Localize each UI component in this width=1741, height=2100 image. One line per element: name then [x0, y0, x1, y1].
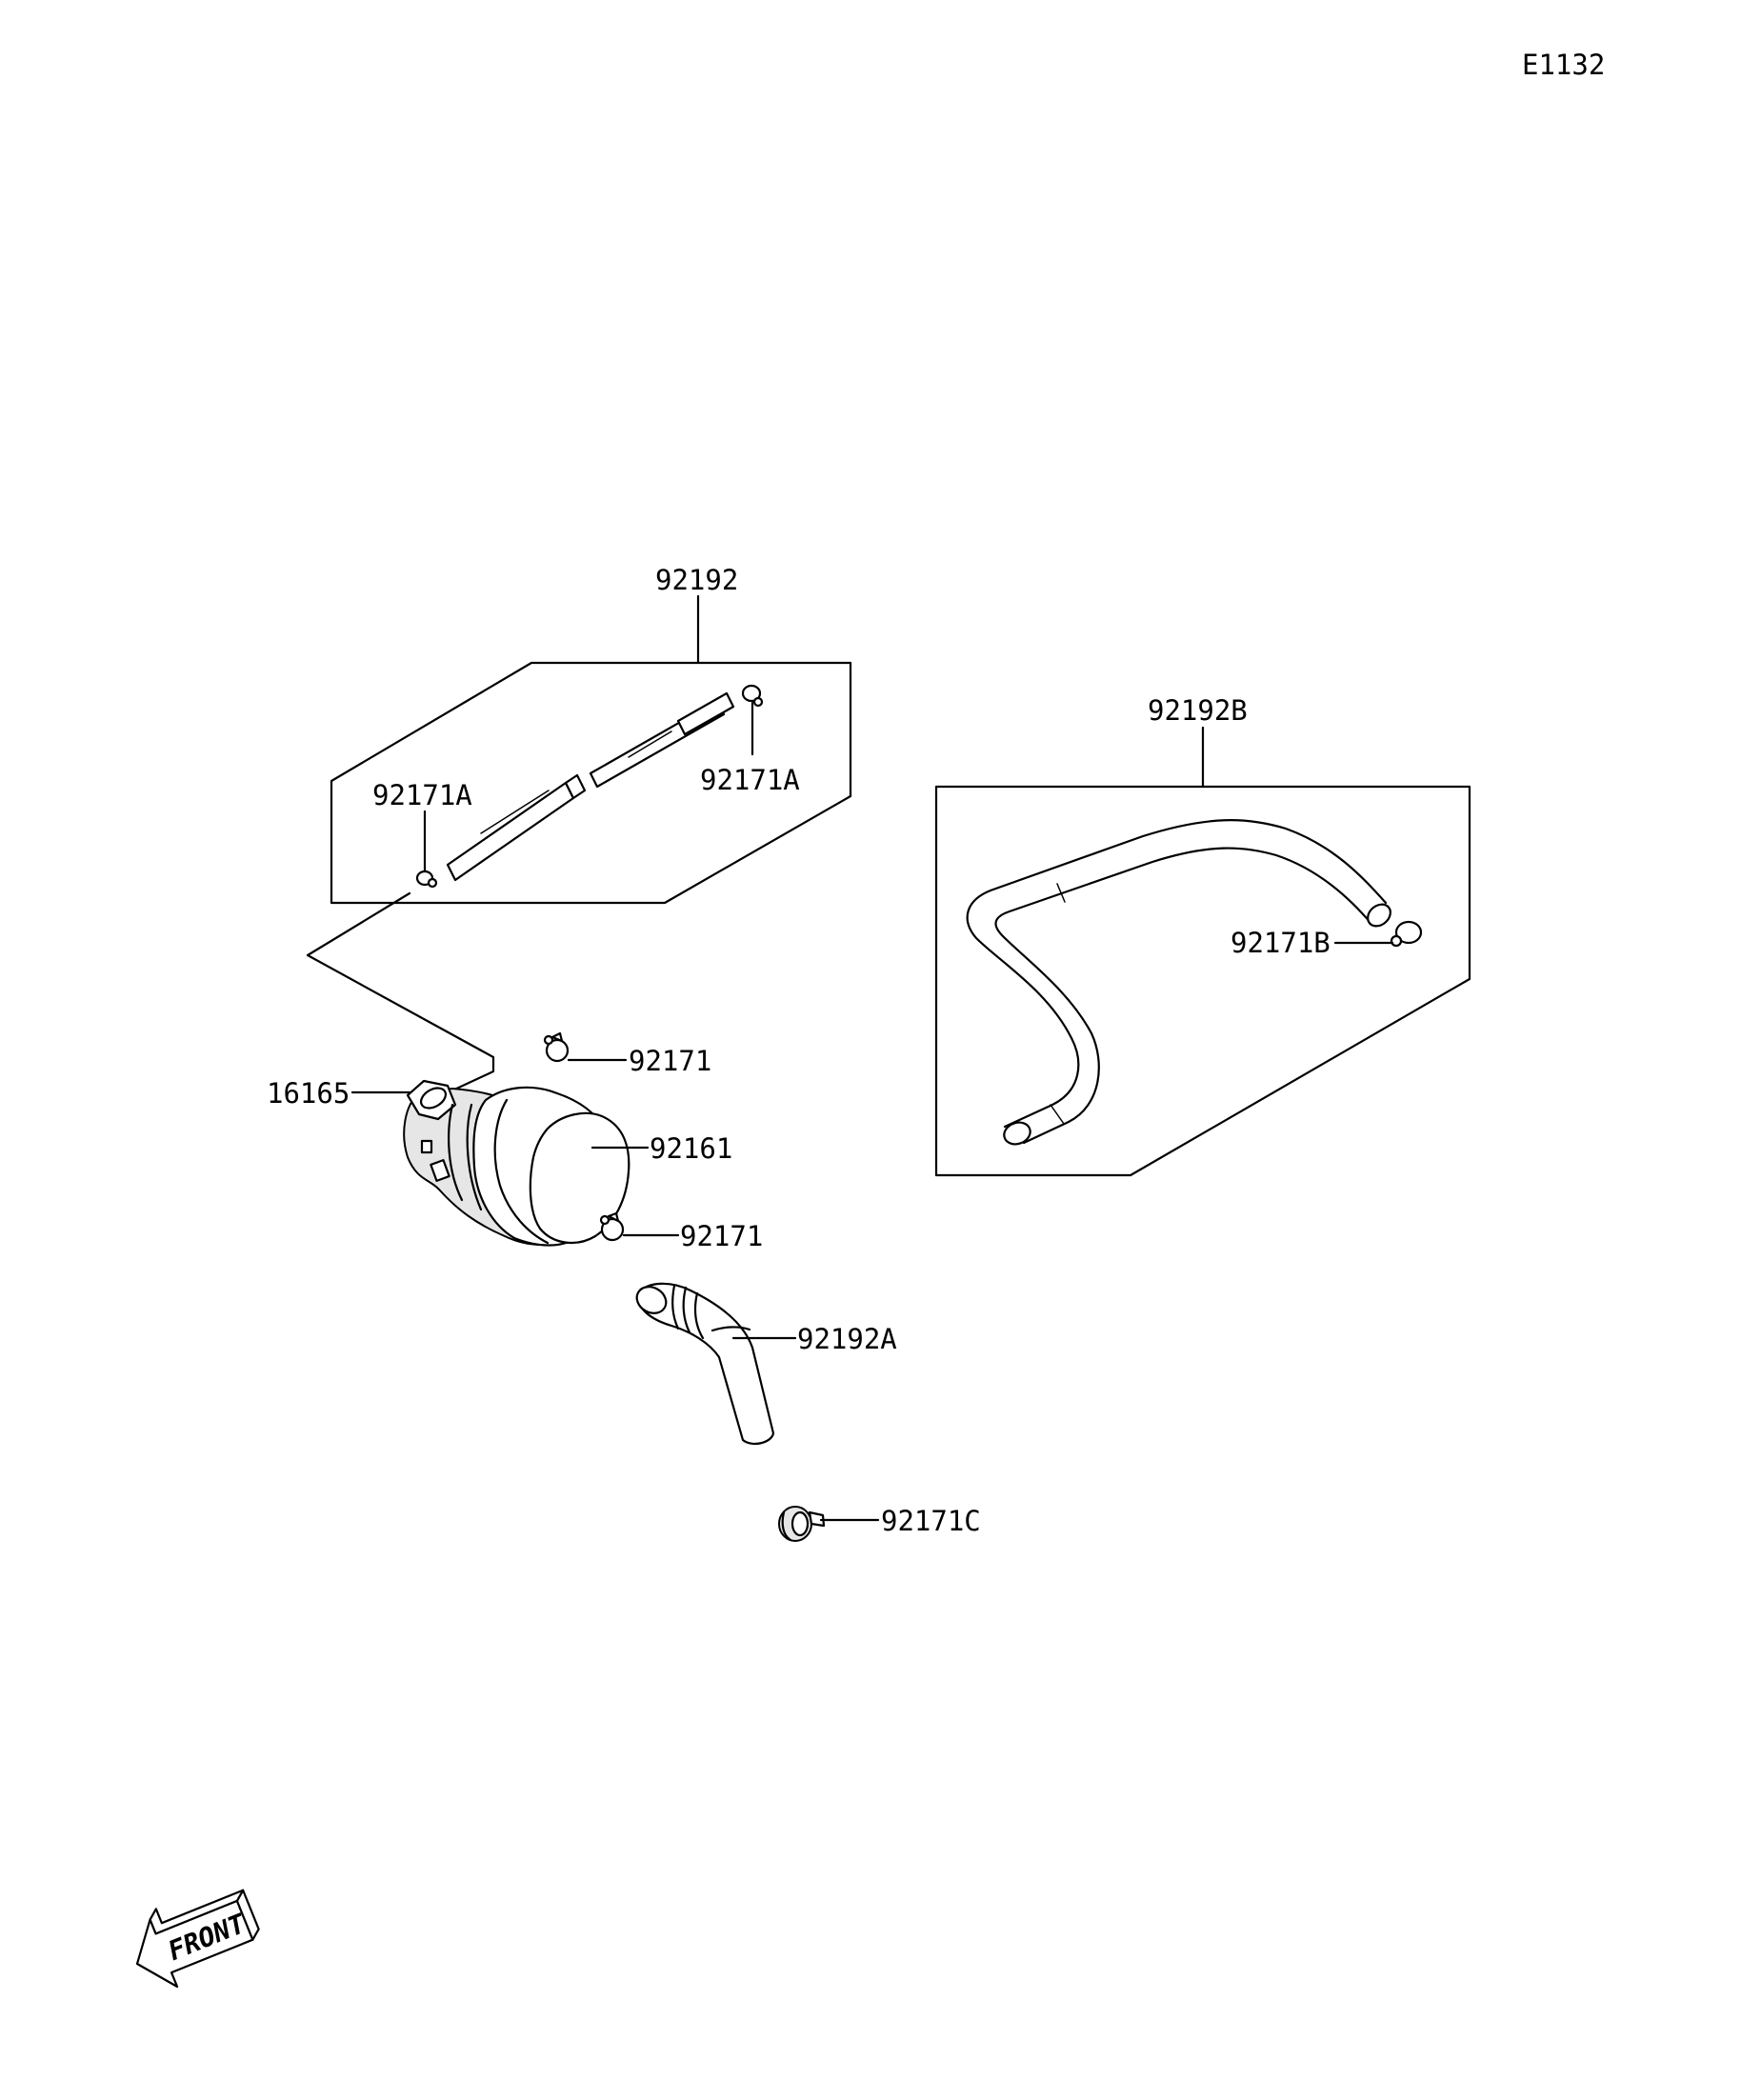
- callout-92192a[interactable]: 92192A: [797, 1323, 897, 1355]
- diagram-code: E1132: [1522, 49, 1605, 81]
- callout-92192b[interactable]: 92192B: [1148, 694, 1248, 727]
- hose-piece-right: [589, 691, 735, 789]
- clamp-upper-icon: [543, 1031, 570, 1063]
- hose-a-icon: [635, 1282, 775, 1446]
- filter-assy-icon: [403, 1079, 630, 1247]
- callout-16165[interactable]: 16165: [267, 1077, 350, 1110]
- clamp-c-icon: [778, 1506, 826, 1542]
- callout-92171b[interactable]: 92171B: [1231, 927, 1331, 959]
- hose-piece-left: [446, 773, 587, 882]
- hose-set-frame: [330, 661, 852, 905]
- connection-line: [306, 891, 495, 1092]
- callout-92171c[interactable]: 92171C: [881, 1505, 981, 1537]
- clamp-a-right-icon: [741, 684, 764, 708]
- clamp-a-left-icon: [415, 870, 438, 889]
- clamp-lower-icon: [599, 1211, 625, 1242]
- hose-b-frame: [934, 785, 1471, 1177]
- callout-92171a-left[interactable]: 92171A: [372, 779, 472, 811]
- clamp-b-icon: [1390, 920, 1423, 948]
- callout-92192[interactable]: 92192: [655, 564, 738, 596]
- callout-92161[interactable]: 92161: [650, 1132, 732, 1165]
- callout-92171-upper[interactable]: 92171: [629, 1045, 711, 1077]
- hose-set-group: [330, 594, 852, 905]
- front-arrow-icon: FRONT: [135, 1889, 260, 1989]
- callout-92171a-right[interactable]: 92171A: [700, 764, 800, 796]
- callout-92171-lower[interactable]: 92171: [680, 1220, 763, 1252]
- hose-b-group: [934, 726, 1471, 1177]
